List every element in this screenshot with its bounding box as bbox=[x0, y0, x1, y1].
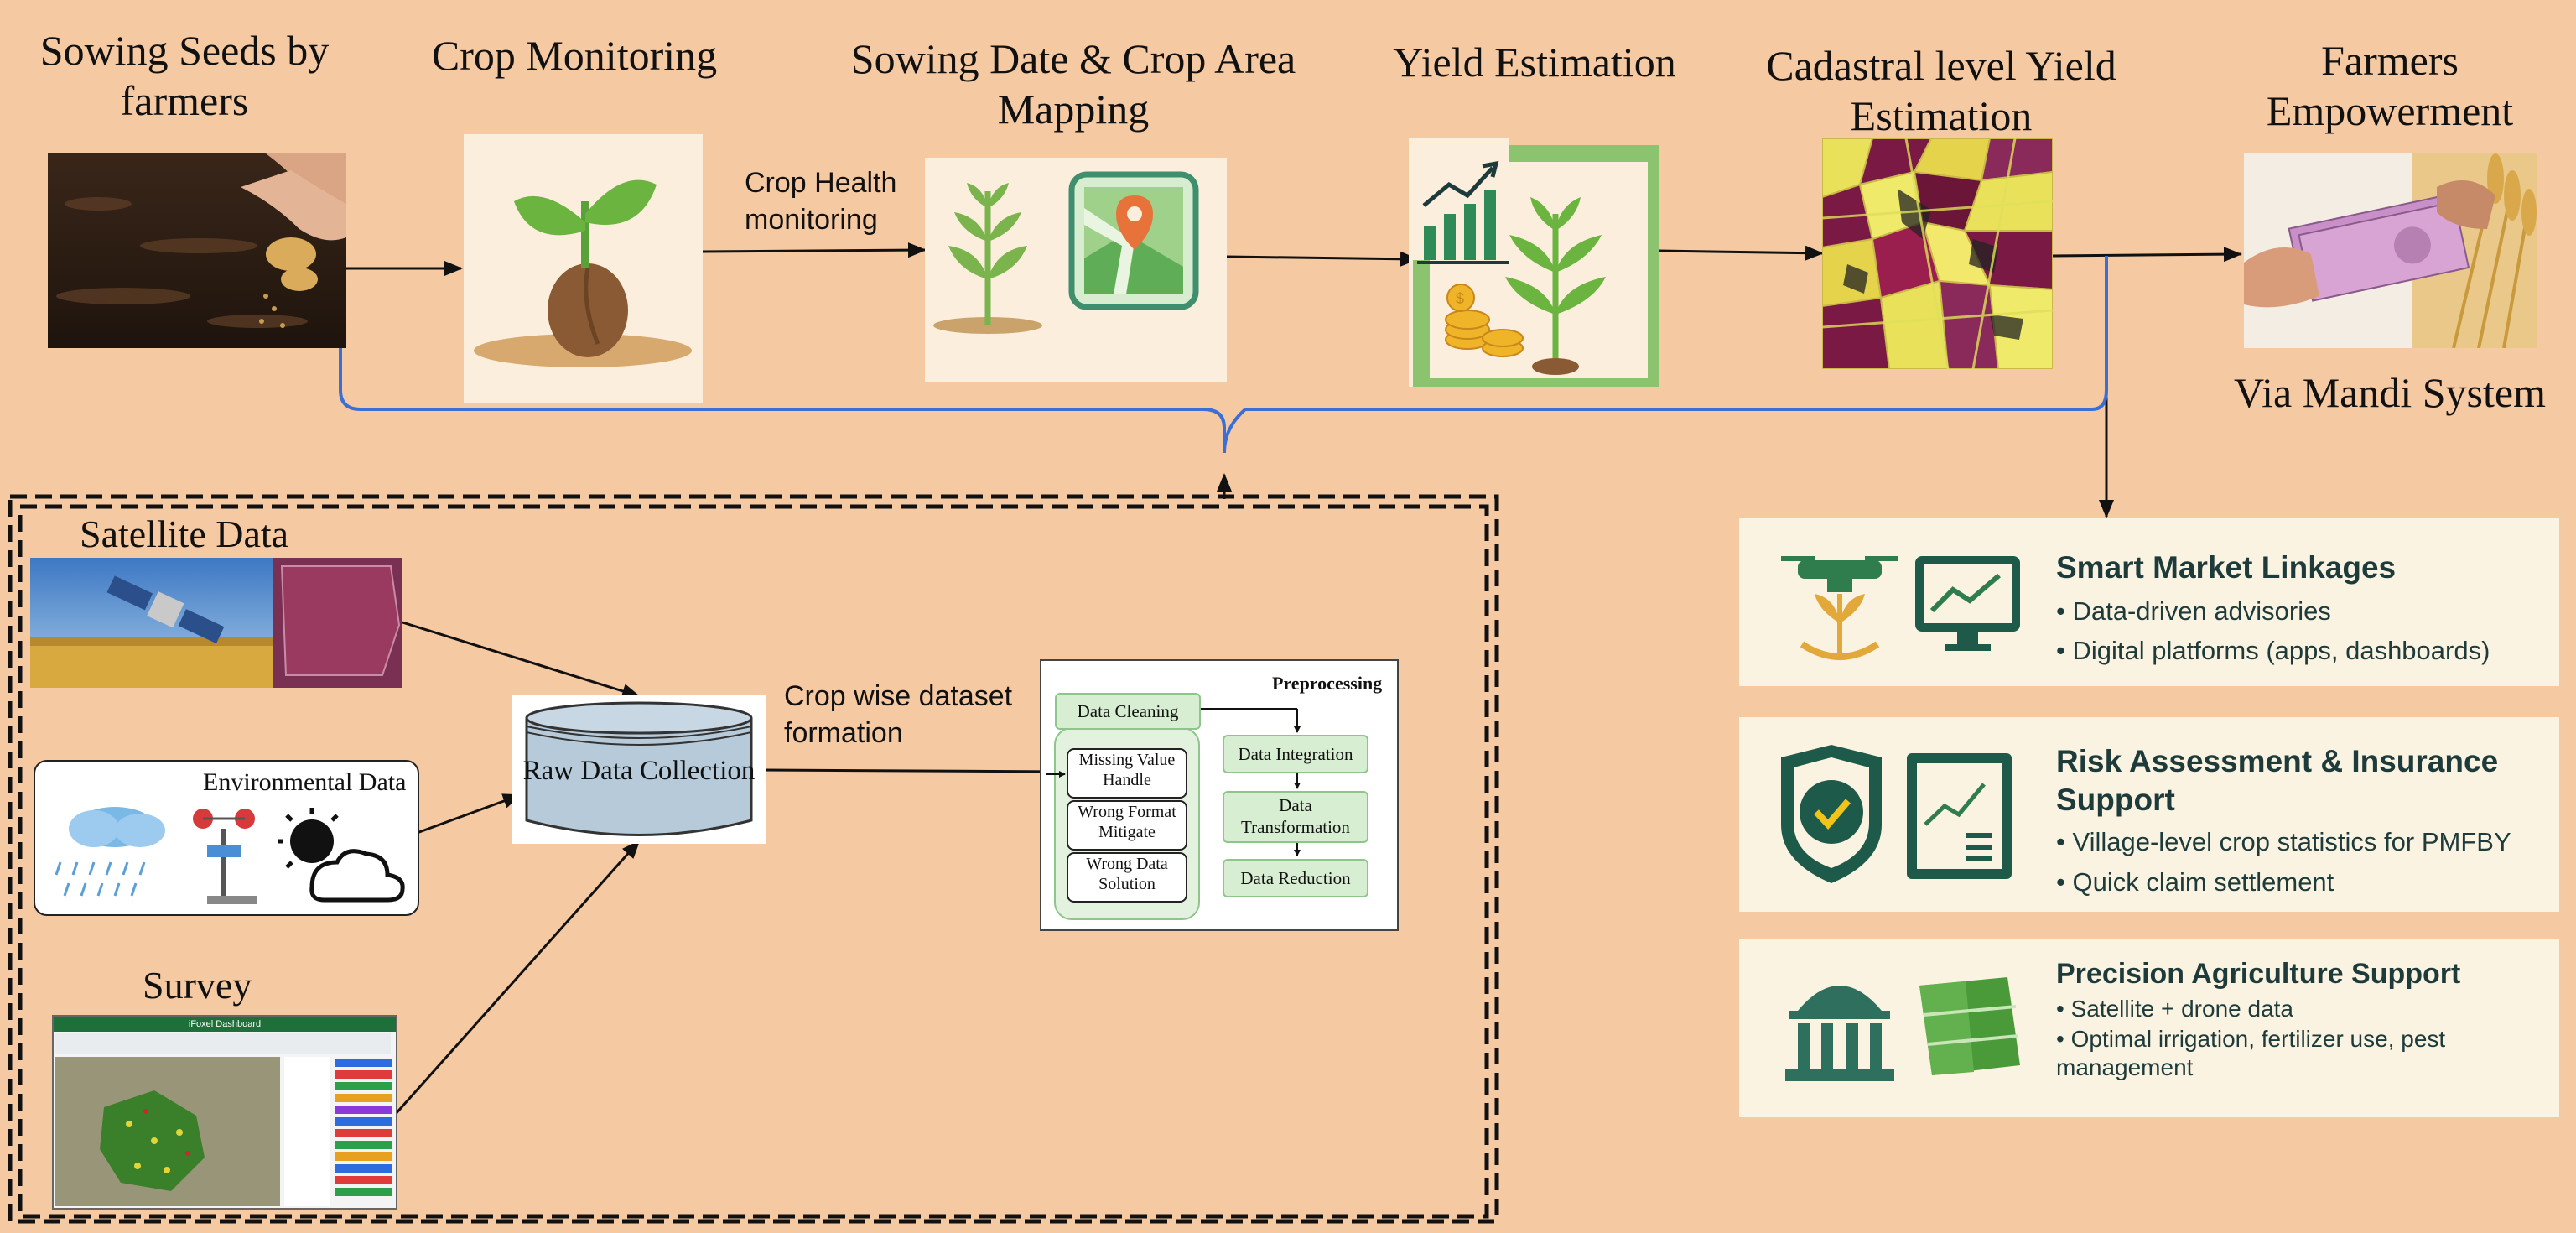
plant-icon bbox=[933, 183, 1042, 334]
missing-value-box: Missing Value Handle bbox=[1067, 748, 1187, 799]
growth-chart-icon bbox=[1417, 160, 1509, 264]
stage-title-crop-monitoring: Crop Monitoring bbox=[431, 32, 718, 79]
card-risk-assessment: Risk Assessment & Insurance Support • Vi… bbox=[1739, 717, 2559, 912]
environmental-data-panel: Environmental Data bbox=[34, 760, 419, 916]
field-map-icon bbox=[1919, 977, 2020, 1075]
card-title: Precision Agriculture Support bbox=[2056, 958, 2461, 990]
data-transformation-box: Data Transformation bbox=[1223, 791, 1368, 843]
government-building-icon bbox=[1785, 977, 2020, 1081]
card-smart-market: Smart Market Linkages • Data-driven advi… bbox=[1739, 518, 2559, 686]
raw-data-label: Raw Data Collection bbox=[522, 756, 756, 786]
mapping-icons bbox=[925, 158, 1227, 382]
card-title: Risk Assessment & Insurance Support bbox=[2056, 744, 2499, 817]
stage-title-farmers-empowerment: Farmers Empowerment bbox=[2266, 37, 2514, 134]
stage-title-sowing-date-mapping: Sowing Date & Crop Area Mapping bbox=[850, 35, 1296, 133]
monitor-chart-icon bbox=[1915, 556, 2020, 651]
crop-wise-label: Crop wise dataset formation bbox=[784, 680, 1013, 749]
data-integration-box: Data Integration bbox=[1223, 735, 1368, 773]
plant-icon bbox=[1505, 197, 1606, 375]
farmers-money-photo bbox=[2244, 153, 2537, 348]
card-precision-agriculture: Precision Agriculture Support • Satellit… bbox=[1739, 939, 2559, 1117]
satellite-image bbox=[30, 558, 402, 688]
cadastral-map-image bbox=[1822, 138, 2053, 369]
weather-icons bbox=[55, 807, 405, 904]
preprocessing-panel: Preprocessing Data Cleaning Missing Valu… bbox=[1040, 659, 1399, 931]
anemometer-icon bbox=[193, 809, 257, 904]
yield-estimation-icons: $ bbox=[1409, 138, 1659, 387]
wrong-format-box: Wrong Format Mitigate bbox=[1067, 800, 1187, 851]
satellite-data-label: Satellite Data bbox=[80, 512, 289, 555]
data-reduction-box: Data Reduction bbox=[1223, 859, 1368, 897]
crop-health-label: Crop Health monitoring bbox=[745, 167, 897, 236]
sowing-seeds-photo bbox=[48, 153, 346, 348]
dashboard-title: iFoxel Dashboard bbox=[54, 1017, 396, 1032]
card-title: Smart Market Linkages bbox=[2056, 550, 2397, 585]
via-mandi-label: Via Mandi System bbox=[2234, 369, 2546, 416]
card-bullet: • Digital platforms (apps, dashboards) bbox=[2056, 636, 2490, 665]
rain-cloud-icon bbox=[55, 807, 165, 897]
data-cleaning-box: Data Cleaning bbox=[1055, 693, 1201, 730]
stage-title-sowing: Sowing Seeds by farmers bbox=[39, 27, 330, 124]
card-bullet: • Village-level crop statistics for PMFB… bbox=[2056, 827, 2511, 856]
drone-plant-icon bbox=[1781, 556, 2020, 660]
stage-title-cadastral: Cadastral level Yield Estimation bbox=[1766, 42, 2116, 139]
card-bullet: • Satellite + drone data bbox=[2056, 996, 2293, 1022]
survey-dashboard-screenshot: iFoxel Dashboard bbox=[52, 1015, 397, 1210]
coins-icon: $ bbox=[1445, 284, 1524, 357]
card-bullet: • Quick claim settlement bbox=[2056, 867, 2334, 897]
map-pin-icon bbox=[1068, 171, 1199, 310]
report-chart-icon bbox=[1907, 753, 2012, 879]
preprocessing-title: Preprocessing bbox=[1272, 673, 1383, 694]
svg-text:$: $ bbox=[1456, 290, 1464, 307]
card-bullet: • Data-driven advisories bbox=[2056, 596, 2331, 626]
card-bullet: • Optimal irrigation, fertilizer use, pe… bbox=[2056, 1026, 2446, 1080]
survey-label: Survey bbox=[143, 964, 252, 1007]
sun-cloud-icon bbox=[278, 808, 405, 903]
stage-title-yield-estimation: Yield Estimation bbox=[1393, 39, 1676, 86]
wrong-data-box: Wrong Data Solution bbox=[1067, 852, 1187, 903]
shield-check-icon bbox=[1781, 745, 2012, 883]
sprout-seed-icon bbox=[464, 134, 703, 403]
raw-data-cylinder: Raw Data Collection bbox=[512, 695, 766, 844]
environmental-data-label: Environmental Data bbox=[203, 768, 407, 796]
